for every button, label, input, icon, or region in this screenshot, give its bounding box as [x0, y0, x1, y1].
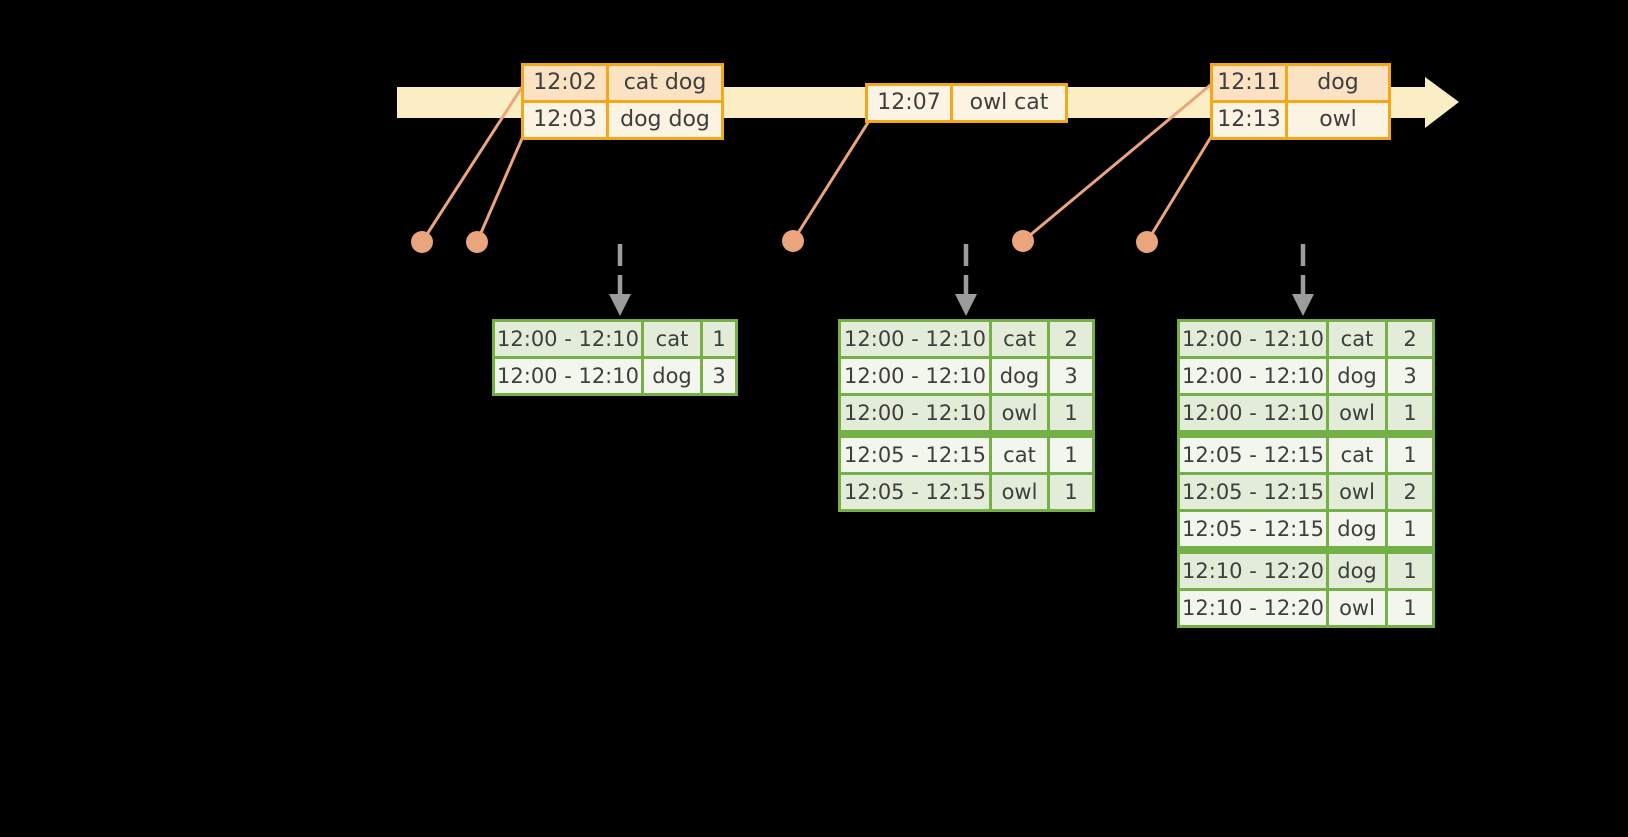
window-cell: 12:00 - 12:10: [495, 322, 641, 356]
event-row: 12:03 dog dog: [524, 103, 721, 137]
result-row: 12:00 - 12:10 cat 2: [841, 322, 1092, 356]
result-table-1: 12:00 - 12:10 cat 1 12:00 - 12:10 dog 3: [492, 319, 738, 396]
event-time-cell: 12:02: [524, 66, 606, 100]
result-row: 12:05 - 12:15 dog 1: [1180, 512, 1432, 546]
window-cell: 12:00 - 12:10: [841, 359, 989, 393]
event-connector-line: [1022, 80, 1215, 243]
word-cell: dog: [1329, 512, 1385, 546]
window-cell: 12:10 - 12:20: [1180, 554, 1326, 588]
count-cell: 1: [703, 322, 735, 356]
word-cell: dog: [1329, 554, 1385, 588]
result-table-2: 12:00 - 12:10 cat 2 12:00 - 12:10 dog 3 …: [838, 319, 1095, 512]
result-row: 12:10 - 12:20 owl 1: [1180, 591, 1432, 625]
window-cell: 12:10 - 12:20: [1180, 591, 1326, 625]
event-batch-table-1: 12:02 cat dog 12:03 dog dog: [521, 63, 724, 140]
result-row: 12:05 - 12:15 owl 2: [1180, 475, 1432, 509]
count-cell: 1: [1050, 475, 1092, 509]
result-row: 12:00 - 12:10 cat 2: [1180, 322, 1432, 356]
event-row: 12:02 cat dog: [524, 66, 721, 100]
result-row: 12:00 - 12:10 cat 1: [495, 322, 735, 356]
word-cell: owl: [1329, 396, 1385, 430]
count-cell: 3: [1050, 359, 1092, 393]
word-cell: cat: [644, 322, 700, 356]
count-cell: 3: [703, 359, 735, 393]
result-row: 12:00 - 12:10 dog 3: [841, 359, 1092, 393]
window-cell: 12:00 - 12:10: [495, 359, 641, 393]
event-words-cell: owl: [1288, 103, 1388, 137]
count-cell: 1: [1388, 512, 1432, 546]
event-row: 12:07 owl cat: [868, 86, 1065, 120]
result-row: 12:05 - 12:15 owl 1: [841, 475, 1092, 509]
event-dot: [782, 230, 804, 252]
event-connector-line: [420, 83, 526, 243]
event-dot: [411, 231, 433, 253]
event-dot: [1012, 230, 1034, 252]
result-row: 12:05 - 12:15 cat 1: [841, 438, 1092, 472]
event-connector-line: [1145, 131, 1216, 243]
event-words-cell: dog dog: [609, 103, 721, 137]
window-cell: 12:05 - 12:15: [841, 438, 989, 472]
trigger-down-arrow-icon: [609, 244, 631, 316]
result-row: 12:00 - 12:10 dog 3: [1180, 359, 1432, 393]
result-row: 12:00 - 12:10 owl 1: [841, 396, 1092, 430]
window-cell: 12:00 - 12:10: [841, 396, 989, 430]
word-cell: owl: [1329, 591, 1385, 625]
word-cell: dog: [992, 359, 1047, 393]
event-batch-table-2: 12:07 owl cat: [865, 83, 1068, 123]
word-cell: cat: [992, 322, 1047, 356]
event-row: 12:11 dog: [1213, 66, 1388, 100]
word-cell: owl: [992, 475, 1047, 509]
word-cell: cat: [992, 438, 1047, 472]
timeline-arrowhead-icon: [1425, 77, 1459, 128]
word-cell: cat: [1329, 322, 1385, 356]
count-cell: 1: [1388, 438, 1432, 472]
word-cell: dog: [644, 359, 700, 393]
count-cell: 1: [1050, 396, 1092, 430]
word-cell: cat: [1329, 438, 1385, 472]
event-row: 12:13 owl: [1213, 103, 1388, 137]
trigger-down-arrow-icon: [955, 244, 977, 316]
result-row: 12:10 - 12:20 dog 1: [1180, 554, 1432, 588]
event-time-cell: 12:13: [1213, 103, 1285, 137]
result-row: 12:00 - 12:10 dog 3: [495, 359, 735, 393]
window-cell: 12:00 - 12:10: [1180, 396, 1326, 430]
window-cell: 12:00 - 12:10: [1180, 359, 1326, 393]
trigger-down-arrow-icon: [1292, 244, 1314, 316]
count-cell: 2: [1388, 322, 1432, 356]
count-cell: 2: [1388, 475, 1432, 509]
result-row: 12:00 - 12:10 owl 1: [1180, 396, 1432, 430]
event-connector-line: [475, 133, 526, 243]
event-time-cell: 12:03: [524, 103, 606, 137]
event-dot: [1136, 231, 1158, 253]
window-cell: 12:05 - 12:15: [1180, 438, 1326, 472]
word-cell: owl: [992, 396, 1047, 430]
window-cell: 12:05 - 12:15: [1180, 512, 1326, 546]
event-batch-table-3: 12:11 dog 12:13 owl: [1210, 63, 1391, 140]
count-cell: 2: [1050, 322, 1092, 356]
window-cell: 12:05 - 12:15: [1180, 475, 1326, 509]
word-cell: dog: [1329, 359, 1385, 393]
result-row: 12:05 - 12:15 cat 1: [1180, 438, 1432, 472]
word-cell: owl: [1329, 475, 1385, 509]
event-dot: [466, 231, 488, 253]
result-table-3: 12:00 - 12:10 cat 2 12:00 - 12:10 dog 3 …: [1177, 319, 1435, 628]
window-cell: 12:00 - 12:10: [841, 322, 989, 356]
count-cell: 1: [1050, 438, 1092, 472]
count-cell: 1: [1388, 591, 1432, 625]
count-cell: 3: [1388, 359, 1432, 393]
event-time-cell: 12:07: [868, 86, 950, 120]
window-cell: 12:05 - 12:15: [841, 475, 989, 509]
count-cell: 1: [1388, 554, 1432, 588]
event-time-cell: 12:11: [1213, 66, 1285, 100]
count-cell: 1: [1388, 396, 1432, 430]
event-words-cell: dog: [1288, 66, 1388, 100]
window-cell: 12:00 - 12:10: [1180, 322, 1326, 356]
event-words-cell: owl cat: [953, 86, 1065, 120]
event-connector-line: [791, 120, 871, 242]
event-words-cell: cat dog: [609, 66, 721, 100]
